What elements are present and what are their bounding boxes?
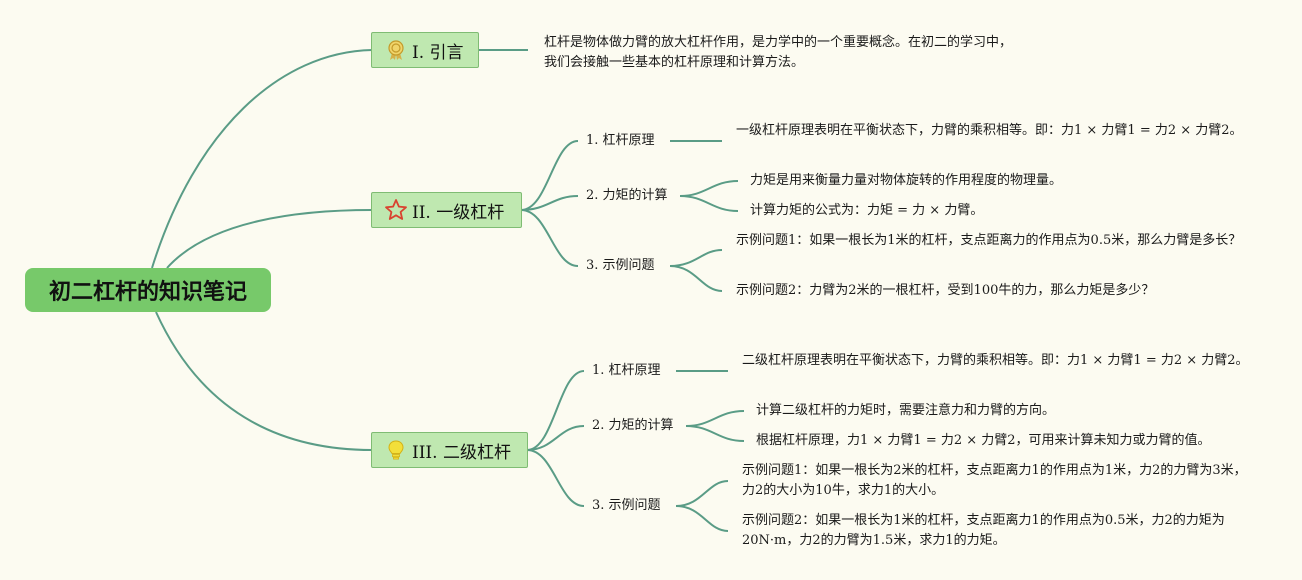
l2-example-leaf-2: 示例问题2：如果一根长为1米的杠杆，支点距离力1的作用点为0.5米，力2的力矩为…	[742, 513, 1225, 548]
connector-root-level1	[166, 209, 373, 269]
l1-torque-label[interactable]: 2. 力矩的计算	[586, 188, 668, 203]
medal-icon	[384, 38, 408, 62]
connector-l1-torque	[520, 195, 579, 211]
l1-example-label[interactable]: 3. 示例问题	[586, 258, 655, 273]
l2-principle-leaf: 二级杠杆原理表明在平衡状态下，力臂的乘积相等。即：力1 × 力臂1 = 力2 ×…	[742, 353, 1249, 368]
l1-principle-leaf: 一级杠杆原理表明在平衡状态下，力臂的乘积相等。即：力1 × 力臂1 = 力2 ×…	[736, 123, 1243, 138]
intro-text: 杠杆是物体做力臂的放大杠杆作用，是力学中的一个重要概念。在初二的学习中，我们会接…	[544, 35, 1013, 70]
l1-torque-leaf-1: 力矩是用来衡量力量对物体旋转的作用程度的物理量。	[750, 173, 1063, 188]
topic-intro[interactable]: I. 引言	[371, 32, 479, 68]
l1-torque-leaf-2: 计算力矩的公式为：力矩 = 力 × 力臂。	[750, 203, 984, 218]
connector-l1-torque-leaf1	[679, 180, 739, 197]
star-icon	[384, 198, 408, 222]
connector-l2-torque-leaf2	[685, 425, 745, 442]
topic-level1-title: II. 一级杠杆	[412, 202, 505, 223]
connector-l2-example	[526, 449, 585, 507]
connector-l2-example-leaf2	[675, 505, 729, 532]
connector-l1-torque-leaf2	[679, 195, 739, 212]
connector-l2-torque	[526, 425, 585, 451]
topic-intro-title: I. 引言	[412, 42, 464, 63]
connector-l1-principle	[520, 140, 579, 211]
topic-level2-title: III. 二级杠杆	[412, 442, 511, 463]
connector-l2-principle	[526, 370, 585, 451]
root-topic[interactable]: 初二杠杆的知识笔记	[25, 268, 271, 312]
connector-l2-torque-leaf1	[685, 410, 745, 427]
l2-torque-leaf-1: 计算二级杠杆的力矩时，需要注意力和力臂的方向。	[756, 403, 1056, 418]
connector-l2-example-leaf1	[675, 480, 729, 507]
l2-torque-label[interactable]: 2. 力矩的计算	[592, 418, 674, 433]
connector-l1-example-leaf1	[669, 249, 723, 267]
l2-principle-label[interactable]: 1. 杠杆原理	[592, 363, 661, 378]
l2-torque-leaf-2: 根据杠杆原理，力1 × 力臂1 = 力2 × 力臂2，可用来计算未知力或力臂的值…	[756, 433, 1211, 448]
connector-l1-example	[520, 209, 579, 267]
root-title: 初二杠杆的知识笔记	[48, 280, 247, 305]
topic-level1[interactable]: II. 一级杠杆	[371, 192, 522, 228]
l1-example-leaf-1: 示例问题1：如果一根长为1米的杠杆，支点距离力的作用点为0.5米，那么力臂是多长…	[736, 233, 1242, 248]
l1-example-leaf-2: 示例问题2：力臂为2米的一根杠杆，受到100牛的力，那么力矩是多少？	[736, 283, 1155, 298]
lightbulb-icon	[384, 438, 408, 462]
l1-principle-label[interactable]: 1. 杠杆原理	[586, 133, 655, 148]
connector-l1-example-leaf2	[669, 265, 723, 292]
l2-example-label[interactable]: 3. 示例问题	[592, 498, 661, 513]
topic-level2[interactable]: III. 二级杠杆	[371, 432, 528, 468]
connector-root-intro	[151, 49, 373, 269]
l2-example-leaf-1: 示例问题1：如果一根长为2米的杠杆，支点距离力1的作用点为1米，力2的力臂为3米…	[742, 463, 1247, 498]
connector-root-level2	[155, 311, 373, 451]
